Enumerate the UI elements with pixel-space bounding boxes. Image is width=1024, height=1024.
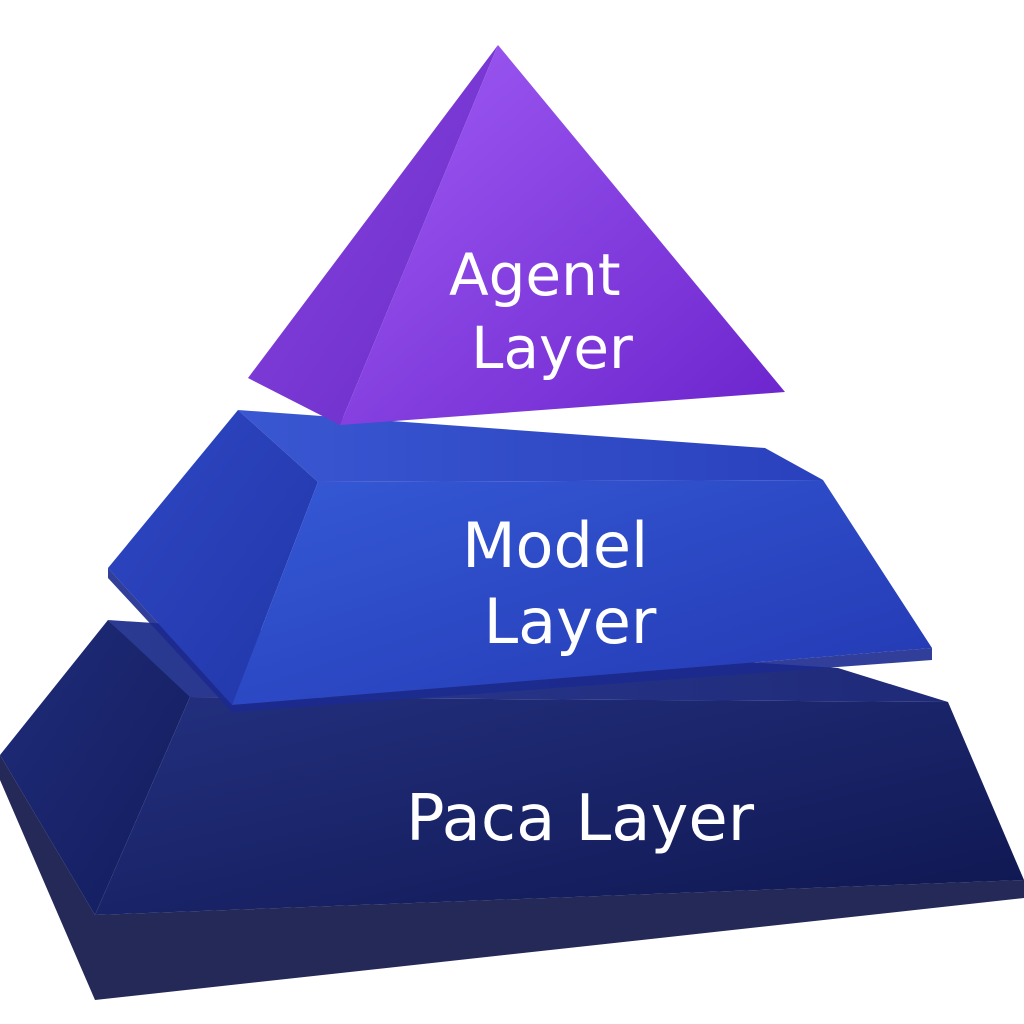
paca-layer-bottom-edge bbox=[0, 755, 1024, 1000]
agent-layer-left-face bbox=[248, 45, 498, 425]
model-layer-tier: Model Layer bbox=[108, 410, 932, 712]
paca-layer-label: Paca Layer bbox=[406, 782, 755, 856]
model-layer-label-line-1: Model bbox=[462, 509, 648, 582]
model-layer-top-face bbox=[238, 410, 823, 482]
agent-layer-front-face bbox=[340, 45, 785, 425]
agent-layer-label: Agent Layer bbox=[449, 241, 639, 382]
agent-layer-label-line-1: Agent bbox=[449, 241, 621, 309]
model-layer-front-face bbox=[232, 480, 932, 705]
model-layer-label: Model Layer bbox=[462, 509, 668, 658]
model-layer-label-line-2: Layer bbox=[484, 585, 657, 658]
agent-layer-tier: Agent Layer bbox=[248, 45, 785, 425]
paca-layer-label-line-1: Paca Layer bbox=[406, 782, 755, 856]
model-layer-bottom-edge bbox=[108, 568, 932, 712]
paca-layer-front-face bbox=[95, 697, 1024, 915]
model-layer-left-face bbox=[108, 410, 318, 705]
agent-layer-label-line-2: Layer bbox=[471, 314, 633, 382]
paca-layer-left-face bbox=[0, 620, 190, 915]
